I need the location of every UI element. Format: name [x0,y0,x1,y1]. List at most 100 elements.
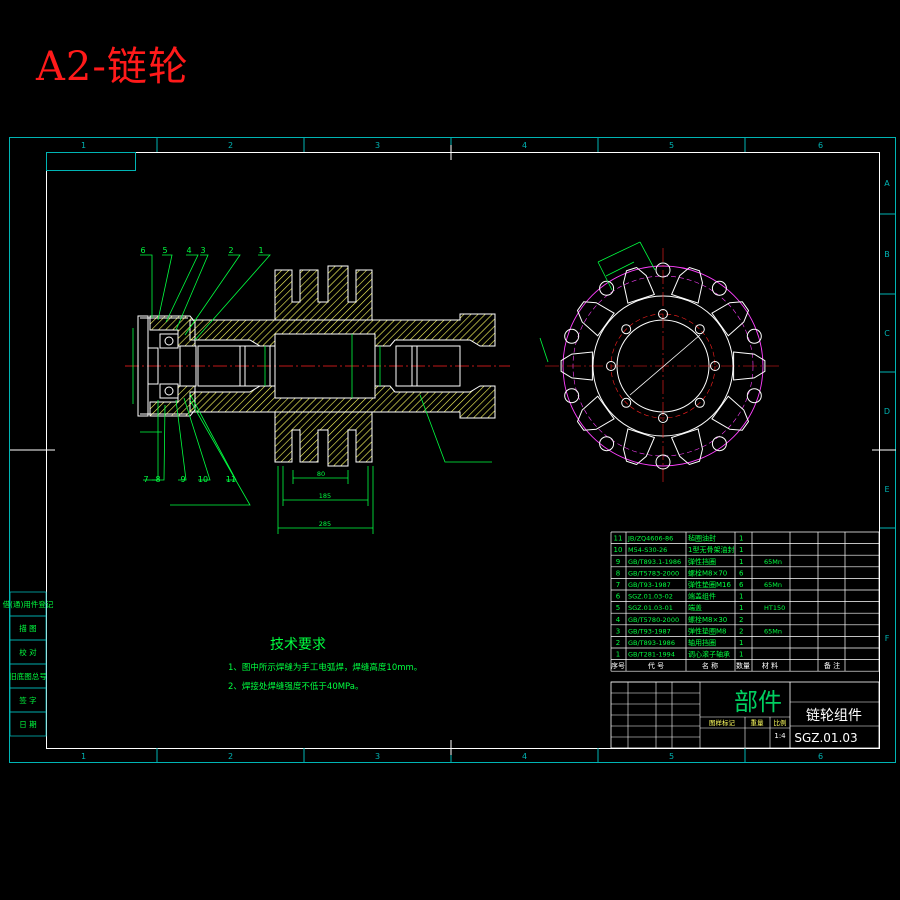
sprocket-lower [274,411,373,467]
callout-label: 5 [162,246,167,255]
callout-label: 7 [143,475,148,484]
zone-column-label: 6 [818,752,823,761]
sprocket-tooth [576,395,615,431]
zone-column-label: 1 [81,752,86,761]
side-table-cell: 校 对 [19,647,37,657]
sprocket-tooth [670,428,704,466]
part-code: GB/T893-1986 [628,639,675,647]
parts-header-cell: 代 号 [648,661,664,670]
chain-roller-seat [711,280,727,296]
bolt-hole [658,413,668,423]
part-qty: 6 [739,581,744,589]
stage-label: 图样标记 [709,718,736,727]
bolt-holes [606,309,720,423]
part-name: 轴用挡圈 [688,638,716,647]
drawing-number: SGZ.01.03 [794,731,857,745]
part-code: GB/T5783-2000 [628,569,679,577]
tech-line-2: 2、焊接处焊缝强度不低于40MPa。 [228,681,364,692]
part-name: 调心滚子轴承 [688,650,730,659]
zone-column-label: 6 [818,141,823,150]
part-code: GB/T93-1987 [628,581,671,589]
drawing-category: 部件 [734,688,782,716]
dimension-lines [132,328,381,534]
zone-column-label: 4 [522,141,527,150]
part-code: SGZ.01.03-01 [628,604,673,612]
part-qty: 1 [739,535,743,543]
chain-roller-seat [655,262,671,278]
sprocket-tooth [733,351,766,381]
part-material: 65Mn [764,558,782,566]
bolt-hole [621,397,632,408]
callout-label: 8 [155,475,160,484]
part-name: 端盖组件 [688,592,716,601]
zone-marks [10,137,896,763]
callout-label: 6 [140,246,145,255]
part-material: 65Mn [764,627,782,635]
bolt-hole [606,361,616,371]
part-no: 2 [616,639,620,647]
part-name: 弹性垫圈M16 [688,580,731,589]
part-qty: 2 [739,616,743,624]
chain-roller-seat [564,328,580,344]
part-name: 弹性垫圈M8 [688,626,727,635]
part-qty: 1 [739,593,743,601]
part-qty: 1 [739,558,743,566]
part-no: 11 [614,535,623,543]
parts-header-cell: 数量 [736,661,750,670]
shaft-upper-wall [189,313,496,347]
part-code: SGZ.01.03-02 [628,593,673,601]
part-code: GB/T93-1987 [628,627,671,635]
part-name: 弹性挡圈 [688,557,716,566]
part-material: 65Mn [764,581,782,589]
page-title: A2-链轮 [36,44,189,90]
sprocket-upper [274,265,373,321]
side-table-cell: 借(通)用件登记 [3,599,54,609]
zone-column-label: 5 [669,141,674,150]
drawing-scale: 1:4 [774,732,786,740]
part-no: 1 [616,651,620,659]
bolt-hole [694,397,705,408]
part-qty: 6 [739,569,744,577]
scale-label: 比例 [774,718,787,727]
part-no: 7 [616,581,620,589]
bore-center [274,333,376,399]
dimension-label: 285 [319,520,331,528]
sprocket-tooth [670,266,704,304]
shaft-lower-wall [189,385,496,419]
bolt-hole [621,324,632,335]
parts-header-cell: 备 注 [824,661,840,670]
bore-right [395,345,461,387]
callout-label: 10 [198,475,208,484]
zone-row-label: E [884,485,889,494]
zone-row-label: F [885,634,890,643]
callout-label: 3 [200,246,205,255]
part-code: GB/T281-1994 [628,651,675,659]
zone-column-label: 2 [228,141,233,150]
zone-column-label: 1 [81,141,86,150]
zone-column-label: 4 [522,752,527,761]
weight-label: 重量 [751,719,765,727]
sprocket-tooth [711,301,750,337]
sprocket-end-view [539,241,780,484]
part-name: 螺栓M8×30 [688,615,727,624]
part-material: HT150 [764,604,785,612]
zone-column-label: 2 [228,752,233,761]
part-qty: 1 [739,651,743,659]
side-table-cell: 描 图 [19,623,36,633]
parts-header-cell: 材 料 [762,661,778,670]
parts-header-cell: 名 称 [702,661,718,670]
sprocket-tooth [576,301,615,337]
bore-left [197,345,271,387]
part-no: 3 [616,627,620,635]
part-name: 毡圈油封 [688,534,716,543]
callout-label: 1 [258,246,263,255]
sprocket-tooth [711,395,750,431]
drawing-name: 链轮组件 [806,708,862,724]
sprocket-tooth [622,428,656,466]
sprocket-tooth [622,266,656,304]
zone-column-label: 5 [669,752,674,761]
zone-row-label: B [884,250,890,259]
